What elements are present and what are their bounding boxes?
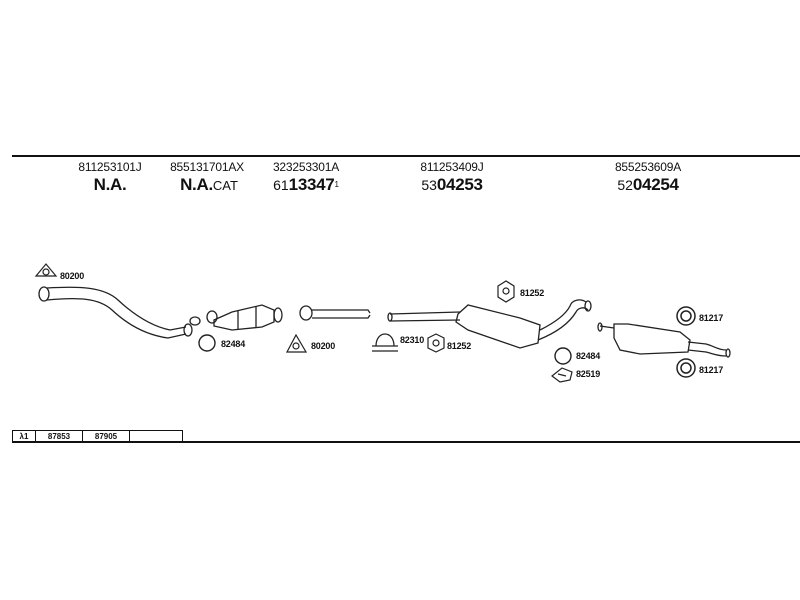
part-number-1: 811253101J — [78, 160, 142, 174]
reference-main-1: N.A. — [93, 175, 127, 194]
clamp-icon — [372, 333, 398, 352]
lambda-sensor-2: 87905 — [83, 431, 130, 442]
rear-silencer — [597, 322, 731, 358]
reference-main-5: 04254 — [632, 175, 679, 194]
label-ring-81217-b: 81217 — [699, 365, 724, 375]
label-bracket-82519: 82519 — [576, 369, 601, 379]
reference-superscript-3: 1 — [334, 180, 339, 189]
gasket-icon — [34, 263, 58, 277]
front-downpipe — [38, 286, 201, 339]
label-clamp-82310: 82310 — [400, 335, 425, 345]
lambda-sensor-table: λ1 87853 87905 — [12, 430, 183, 443]
ring-icon — [198, 334, 216, 352]
lambda-icon: λ1 — [13, 431, 36, 442]
ring-icon — [554, 347, 572, 365]
label-ring-82484-a: 82484 — [221, 339, 246, 349]
reference-prefix-3: 61 — [273, 177, 289, 193]
reference-main-4: 04253 — [436, 175, 483, 194]
label-ring-81217-a: 81217 — [699, 313, 724, 323]
rubber-hanger-icon — [497, 280, 515, 303]
reference-main-2: N.A. — [180, 175, 213, 194]
ring-icon — [676, 358, 696, 378]
reference-prefix-5: 52 — [617, 177, 633, 193]
bracket-icon — [551, 367, 573, 383]
reference-main-3: 13347 — [288, 175, 335, 194]
label-ring-82484-b: 82484 — [576, 351, 601, 361]
lambda-sensor-1: 87853 — [36, 431, 83, 442]
lambda-sensor-empty — [130, 431, 182, 442]
catalytic-converter — [206, 304, 283, 331]
middle-pipe — [299, 305, 371, 321]
reference-5: 5204254 — [617, 175, 679, 195]
reference-4: 5304253 — [421, 175, 483, 195]
reference-suffix-2: CAT — [212, 178, 238, 193]
part-number-3: 323253301A — [272, 160, 340, 174]
reference-3: 61133471 — [273, 176, 339, 195]
part-number-4: 811253409J — [420, 160, 484, 174]
label-hanger-81252-a: 81252 — [520, 288, 545, 298]
label-gasket-80200-b: 80200 — [311, 341, 336, 351]
label-gasket-80200-a: 80200 — [60, 271, 85, 281]
reference-2: N.A.CAT — [180, 176, 238, 195]
part-number-5: 855253609A — [614, 160, 682, 174]
gasket-icon — [286, 333, 308, 353]
label-hanger-81252-b: 81252 — [447, 341, 472, 351]
reference-1: N.A. — [94, 176, 127, 195]
part-number-2: 855131701AX — [170, 160, 244, 174]
reference-prefix-4: 53 — [421, 177, 437, 193]
rubber-hanger-icon — [427, 333, 445, 353]
center-silencer — [387, 299, 592, 349]
ring-icon — [676, 306, 696, 326]
